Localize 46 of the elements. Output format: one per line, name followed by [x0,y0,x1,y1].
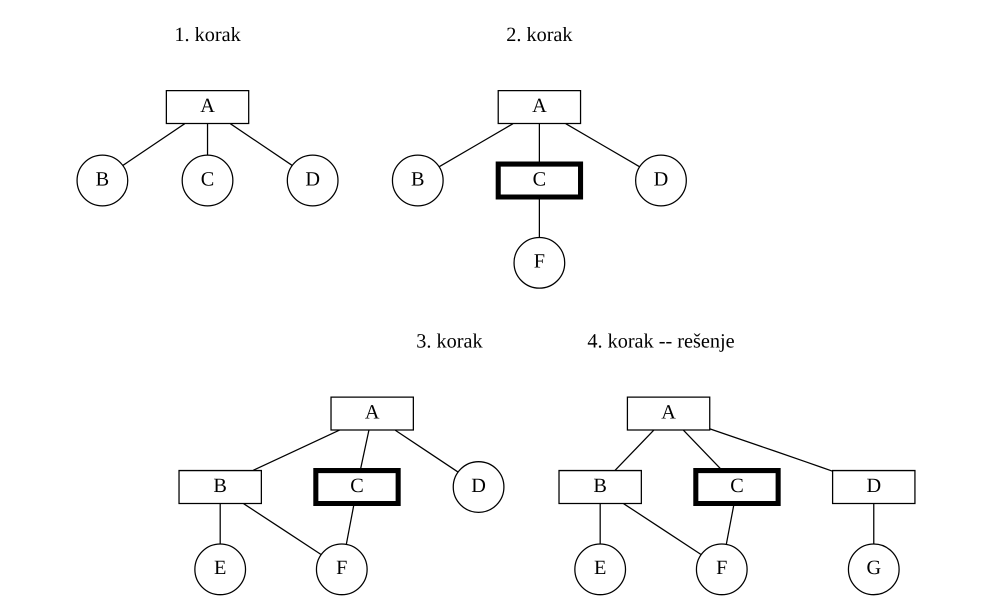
node-circle: E [194,543,246,596]
connector [253,429,340,471]
connector [346,504,355,544]
node-box: A [626,396,710,431]
node-circle: D [635,154,687,206]
node-box: A [498,90,582,124]
node-circle: D [286,154,339,206]
connector [600,504,601,544]
node-box: B [178,470,262,504]
node-circle: D [452,461,505,513]
node-circle: F [316,543,368,596]
label: 1. korak [174,24,241,46]
node-circle: B [76,154,128,206]
connector [710,428,833,472]
connector [122,123,186,166]
node-circle: B [392,154,444,206]
connector [220,504,221,544]
node-circle: F [513,236,566,289]
connector [360,430,370,471]
connector [538,197,540,238]
node-box: C [496,162,584,200]
node-box: D [832,470,916,504]
connector [394,430,458,473]
connector [623,503,702,555]
node-circle: C [182,154,234,206]
connector [538,124,540,164]
node-circle: G [848,543,900,596]
node-box: B [558,470,642,504]
label: 2. korak [506,24,573,46]
connector [726,504,735,544]
connector [614,430,654,471]
label: 3. korak [416,330,483,352]
connector [565,123,640,168]
node-box: C [693,468,781,506]
connector [230,123,292,166]
node-box: C [313,468,401,506]
node-circle: E [574,543,626,596]
connector [243,503,322,555]
connector [682,430,723,471]
node-circle: F [696,543,748,596]
connector [873,504,874,544]
node-box: A [330,396,414,431]
label: 4. korak -- rešenje [587,330,735,352]
node-box: A [166,90,250,124]
connector [206,124,208,155]
connector [438,123,514,168]
